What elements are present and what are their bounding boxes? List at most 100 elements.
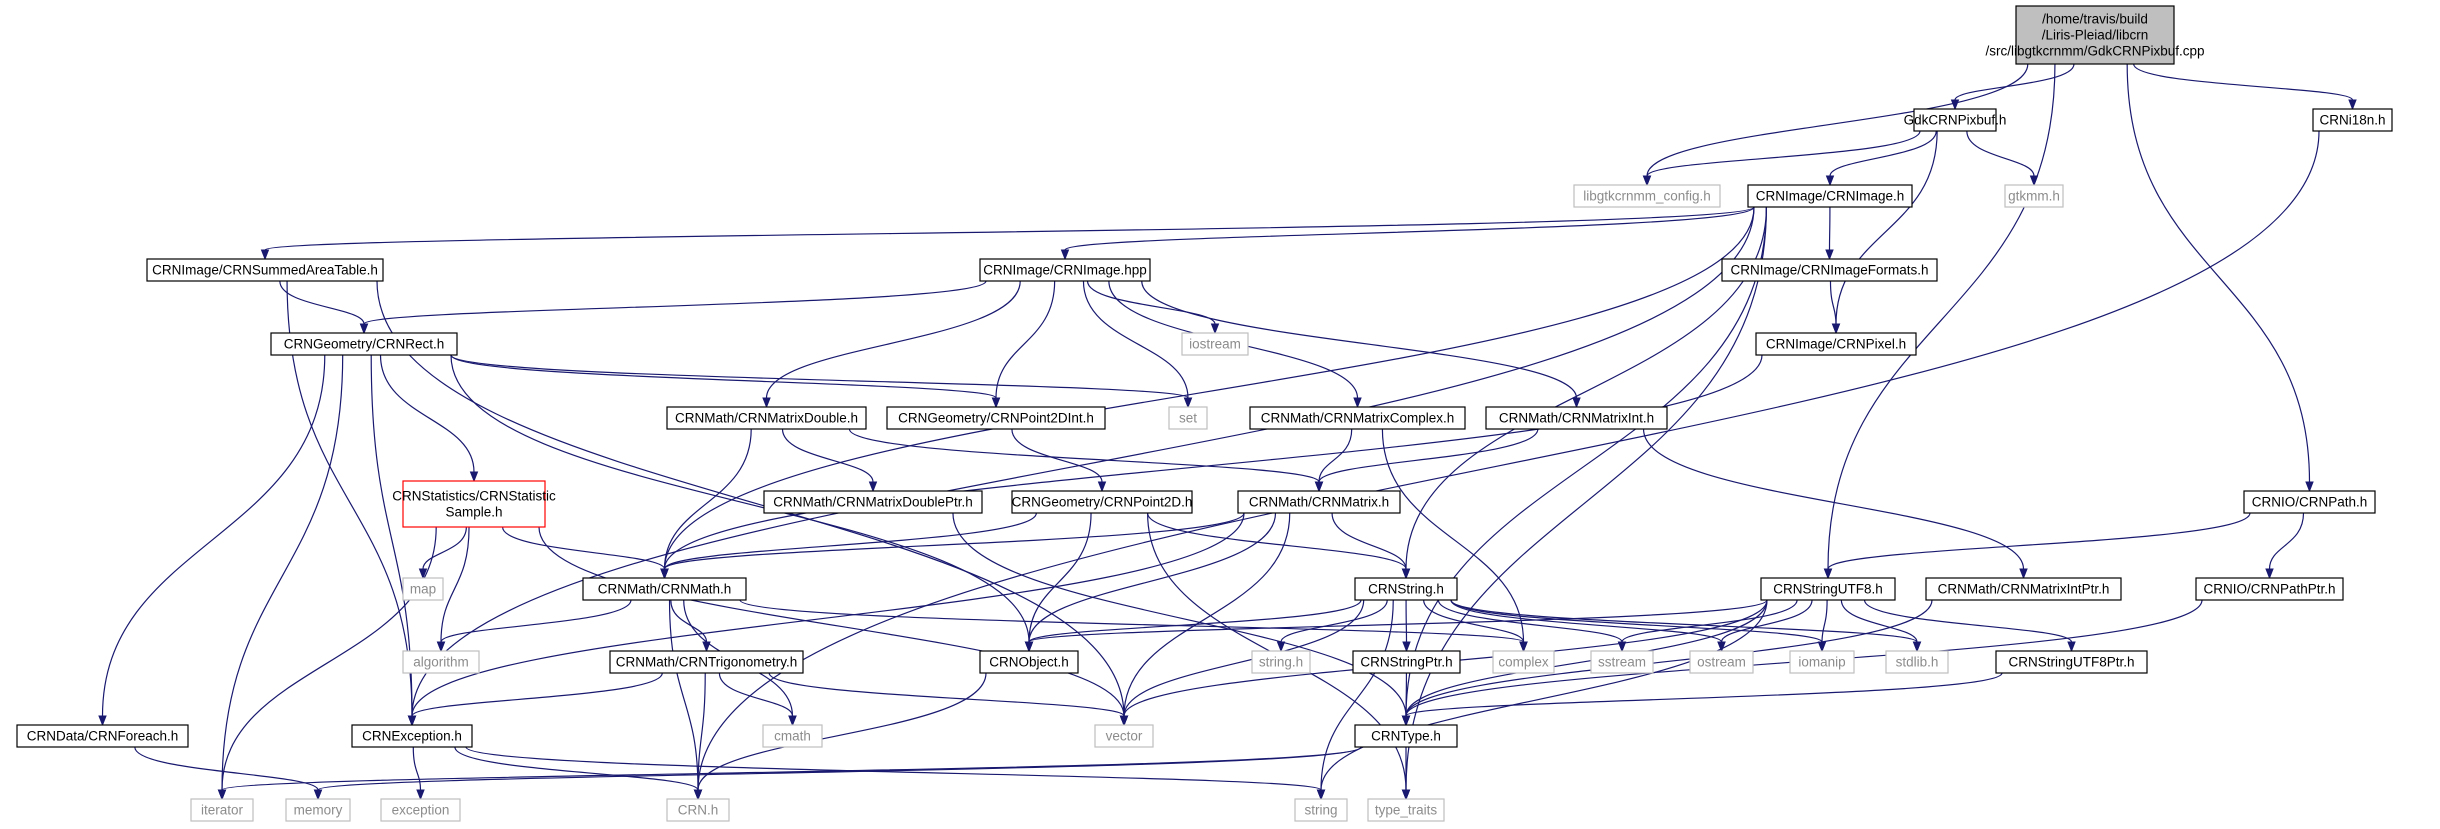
node-pixel[interactable]: CRNImage/CRNPixel.h bbox=[1755, 332, 1917, 356]
edge-line bbox=[1320, 599, 1768, 791]
node-label: CRNStatistics/CRNStatistic bbox=[392, 489, 556, 504]
node-crnimagehpp[interactable]: CRNImage/CRNImage.hpp bbox=[979, 258, 1151, 282]
edge-line bbox=[1863, 599, 2073, 643]
edge-line bbox=[422, 526, 467, 570]
edge-arrowhead bbox=[1817, 641, 1827, 653]
node-label: CRNData/CRNForeach.h bbox=[27, 729, 179, 744]
node-label: CRNIO/CRNPath.h bbox=[2252, 495, 2368, 510]
node-crnmath[interactable]: CRNMath/CRNMath.h bbox=[582, 577, 747, 601]
node-matrixdoubleptr[interactable]: CRNMath/CRNMatrixDoublePtr.h bbox=[763, 490, 983, 514]
node-foreach[interactable]: CRNData/CRNForeach.h bbox=[16, 724, 189, 748]
node-crniopath[interactable]: CRNIO/CRNPath.h bbox=[2243, 490, 2376, 514]
edge-arrowhead bbox=[217, 789, 227, 801]
edge-line bbox=[1028, 512, 1277, 643]
edge-arrowhead bbox=[2305, 481, 2314, 493]
node-crnobject[interactable]: CRNObject.h bbox=[979, 650, 1079, 674]
node-box bbox=[762, 724, 823, 748]
node-crnimageh[interactable]: CRNImage/CRNImage.h bbox=[1747, 184, 1913, 208]
edge-line bbox=[1405, 672, 2003, 717]
node-label: iostream bbox=[1189, 337, 1241, 352]
edge-root-to-gdkpixbufh bbox=[1950, 63, 2075, 111]
edge-arrowhead bbox=[436, 641, 446, 653]
node-label: iterator bbox=[201, 803, 244, 818]
node-trig[interactable]: CRNMath/CRNTrigonometry.h bbox=[609, 650, 804, 674]
edge-rect-to-point2dint bbox=[450, 354, 1001, 409]
edge-line bbox=[663, 206, 1755, 570]
edge-crnimagehpp-to-matrixdouble bbox=[762, 280, 1021, 409]
node-crnstring[interactable]: CRNString.h bbox=[1354, 577, 1458, 601]
edge-line bbox=[768, 672, 1125, 717]
edge-arrowhead bbox=[416, 789, 425, 801]
node-box bbox=[1913, 108, 1997, 132]
node-point2dint[interactable]: CRNGeometry/CRNPoint2DInt.h bbox=[886, 406, 1106, 430]
edge-rect-to-set bbox=[450, 354, 1193, 409]
node-set: set bbox=[1168, 406, 1208, 430]
edge-arrowhead bbox=[2067, 641, 2076, 653]
node-rect[interactable]: CRNGeometry/CRNRect.h bbox=[270, 332, 458, 356]
node-matrixdouble[interactable]: CRNMath/CRNMatrixDouble.h bbox=[666, 406, 867, 430]
node-string: string bbox=[1294, 798, 1348, 822]
edge-line bbox=[1123, 512, 1291, 717]
node-box bbox=[1485, 406, 1668, 430]
edge-arrowhead bbox=[260, 249, 270, 261]
edge-root-to-stringutf8 bbox=[1823, 63, 2056, 580]
edge-line bbox=[411, 512, 1245, 717]
node-label: CRNMath/CRNMath.h bbox=[598, 582, 732, 597]
edge-arrowhead bbox=[1572, 397, 1581, 409]
edge-arrowhead bbox=[1097, 481, 1107, 493]
edge-line bbox=[1829, 280, 1837, 325]
node-matrixintptr[interactable]: CRNMath/CRNMatrixIntPtr.h bbox=[1925, 577, 2122, 601]
node-box bbox=[979, 258, 1151, 282]
node-matrix[interactable]: CRNMath/CRNMatrix.h bbox=[1237, 490, 1401, 514]
edge-crnstring-to-vector bbox=[1119, 599, 1365, 727]
node-box bbox=[285, 798, 351, 822]
node-crnexception[interactable]: CRNException.h bbox=[351, 724, 473, 748]
node-iostream: iostream bbox=[1181, 332, 1249, 356]
edge-arrowhead bbox=[469, 471, 479, 483]
node-box bbox=[270, 332, 458, 356]
node-summed[interactable]: CRNImage/CRNSummedAreaTable.h bbox=[146, 258, 384, 282]
node-box bbox=[1885, 650, 1949, 674]
edge-arrowhead bbox=[1519, 641, 1528, 653]
node-matrixcomplex[interactable]: CRNMath/CRNMatrixComplex.h bbox=[1249, 406, 1466, 430]
edge-line bbox=[363, 280, 987, 325]
edge-line bbox=[1840, 599, 1918, 643]
nodes-layer: /home/travis/build/Liris-Pleiad/libcrn/s… bbox=[16, 5, 2393, 822]
edge-arrowhead bbox=[1316, 789, 1326, 801]
edge-crnimagehpp-to-rect bbox=[359, 280, 987, 335]
node-imageformats[interactable]: CRNImage/CRNImageFormats.h bbox=[1721, 258, 1938, 282]
edge-arrowhead bbox=[1401, 715, 1411, 727]
node-crniopathptr[interactable]: CRNIO/CRNPathPtr.h bbox=[2195, 577, 2344, 601]
node-root[interactable]: /home/travis/build/Liris-Pleiad/libcrn/s… bbox=[1985, 5, 2205, 65]
edge-matrix-to-crnobject bbox=[1024, 512, 1277, 653]
edge-line bbox=[1028, 599, 1362, 643]
node-crni18n[interactable]: CRNi18n.h bbox=[2312, 108, 2393, 132]
node-matrixint[interactable]: CRNMath/CRNMatrixInt.h bbox=[1485, 406, 1668, 430]
node-label: cmath bbox=[774, 729, 811, 744]
edge-arrowhead bbox=[1912, 641, 1922, 653]
edge-gdkpixbufh-to-crnimageh bbox=[1825, 130, 1937, 187]
node-box bbox=[2015, 5, 2175, 65]
node-stringptr[interactable]: CRNStringPtr.h bbox=[1352, 650, 1461, 674]
node-stringutf8[interactable]: CRNStringUTF8.h bbox=[1760, 577, 1896, 601]
node-box bbox=[886, 406, 1106, 430]
edge-crnexception-to-crnh bbox=[454, 746, 703, 801]
edge-line bbox=[670, 599, 708, 643]
node-libgtkconfig: libgtkcrnmm_config.h bbox=[1573, 184, 1721, 208]
node-label: CRNStringPtr.h bbox=[1360, 655, 1452, 670]
node-crntype[interactable]: CRNType.h bbox=[1354, 724, 1458, 748]
node-stringutf8ptr[interactable]: CRNStringUTF8Ptr.h bbox=[1995, 650, 2148, 674]
edge-line bbox=[1318, 428, 1539, 483]
edge-arrowhead bbox=[1402, 641, 1411, 653]
edge-crniopath-to-stringutf8 bbox=[1823, 512, 2251, 580]
node-label: CRNStringUTF8Ptr.h bbox=[2008, 655, 2134, 670]
node-point2d[interactable]: CRNGeometry/CRNPoint2D.h bbox=[1011, 490, 1193, 514]
edge-line bbox=[454, 746, 699, 791]
node-box bbox=[1181, 332, 1249, 356]
node-box bbox=[1249, 406, 1466, 430]
node-gdkpixbufh[interactable]: GdkCRNPixbuf.h bbox=[1904, 108, 2007, 132]
edge-line bbox=[412, 746, 422, 791]
edge-line bbox=[1011, 428, 1103, 483]
edge-crnmath-to-trig bbox=[670, 599, 711, 653]
